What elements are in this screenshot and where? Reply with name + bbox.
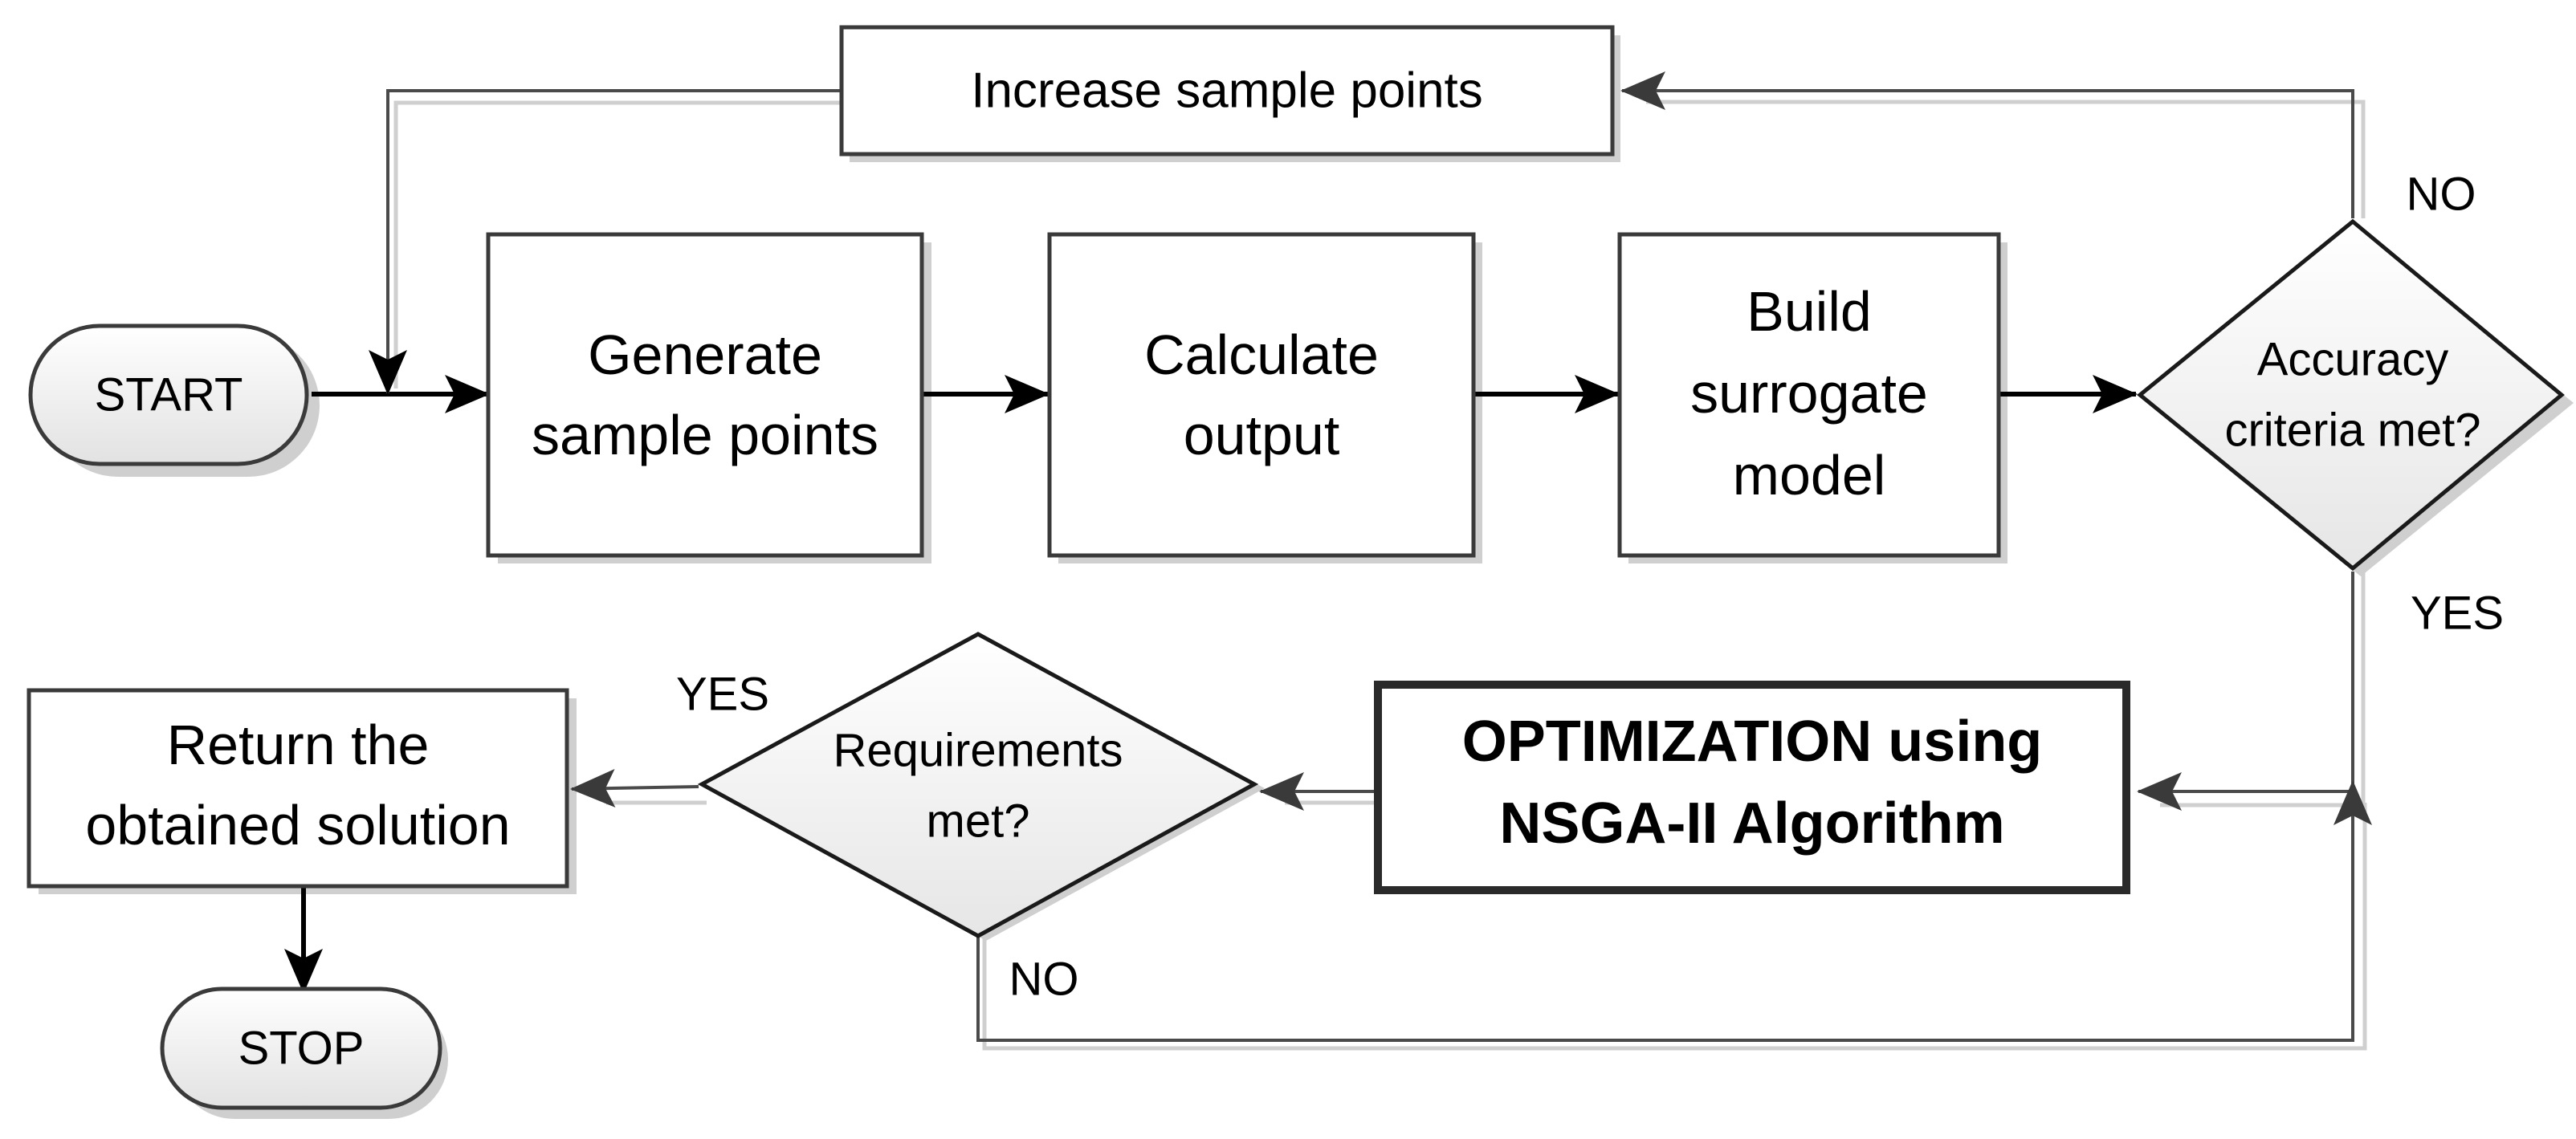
start-label: START (95, 369, 243, 421)
calculate-output-line-1: Calculate (1144, 323, 1379, 386)
node-build-surrogate-model: Build surrogate model (1617, 232, 2001, 558)
edge-requirements-no-loop (976, 780, 2372, 1042)
node-accuracy-criteria: Accuracy criteria met? (2137, 218, 2565, 572)
node-optimization: OPTIMIZATION using NSGA-II Algorithm (1374, 681, 2130, 894)
build-surrogate-model-line-1: Build (1747, 280, 1872, 343)
return-solution-line-1: Return the (167, 714, 430, 776)
generate-sample-points-line-2: sample points (532, 404, 878, 466)
edge-requirements-yes-to-return (570, 768, 699, 807)
calculate-output-line-2: output (1184, 404, 1340, 466)
optimization-line-2: NSGA-II Algorithm (1499, 791, 2004, 856)
node-return-solution: Return the obtained solution (26, 688, 569, 889)
shadows (39, 35, 2574, 1119)
node-requirements-met: Requirements met? (697, 632, 1259, 938)
node-generate-sample-points: Generate sample points (486, 232, 924, 558)
accuracy-yes-label: YES (2411, 588, 2504, 640)
optimization-line-1: OPTIMIZATION using (1462, 710, 2043, 774)
edge-increase-to-generate (369, 89, 842, 395)
requirements-met-line-1: Requirements (833, 725, 1123, 777)
accuracy-criteria-line-2: criteria met? (2224, 405, 2480, 457)
edge-labels: NO YES YES NO (676, 169, 2504, 1006)
node-calculate-output: Calculate output (1047, 232, 1476, 558)
accuracy-criteria-line-1: Accuracy (2257, 334, 2449, 386)
edge-accuracy-yes-to-optimization (2137, 572, 2354, 811)
node-stop: STOP (160, 986, 442, 1110)
requirements-met-line-2: met? (927, 795, 1030, 848)
accuracy-no-label: NO (2407, 169, 2476, 221)
node-increase-sample-points: Increase sample points (839, 25, 1615, 157)
generate-sample-points-line-1: Generate (588, 323, 822, 386)
edges (284, 71, 2372, 1042)
build-surrogate-model-line-3: model (1733, 444, 1886, 506)
increase-sample-points-label: Increase sample points (971, 63, 1483, 119)
requirements-yes-label: YES (676, 669, 769, 721)
edge-accuracy-no-to-increase (1620, 71, 2354, 218)
build-surrogate-model-line-2: surrogate (1690, 362, 1928, 425)
return-solution-line-2: obtained solution (85, 794, 510, 856)
stop-label: STOP (238, 1023, 365, 1075)
requirements-no-label: NO (1009, 954, 1079, 1006)
node-start: START (28, 323, 309, 466)
